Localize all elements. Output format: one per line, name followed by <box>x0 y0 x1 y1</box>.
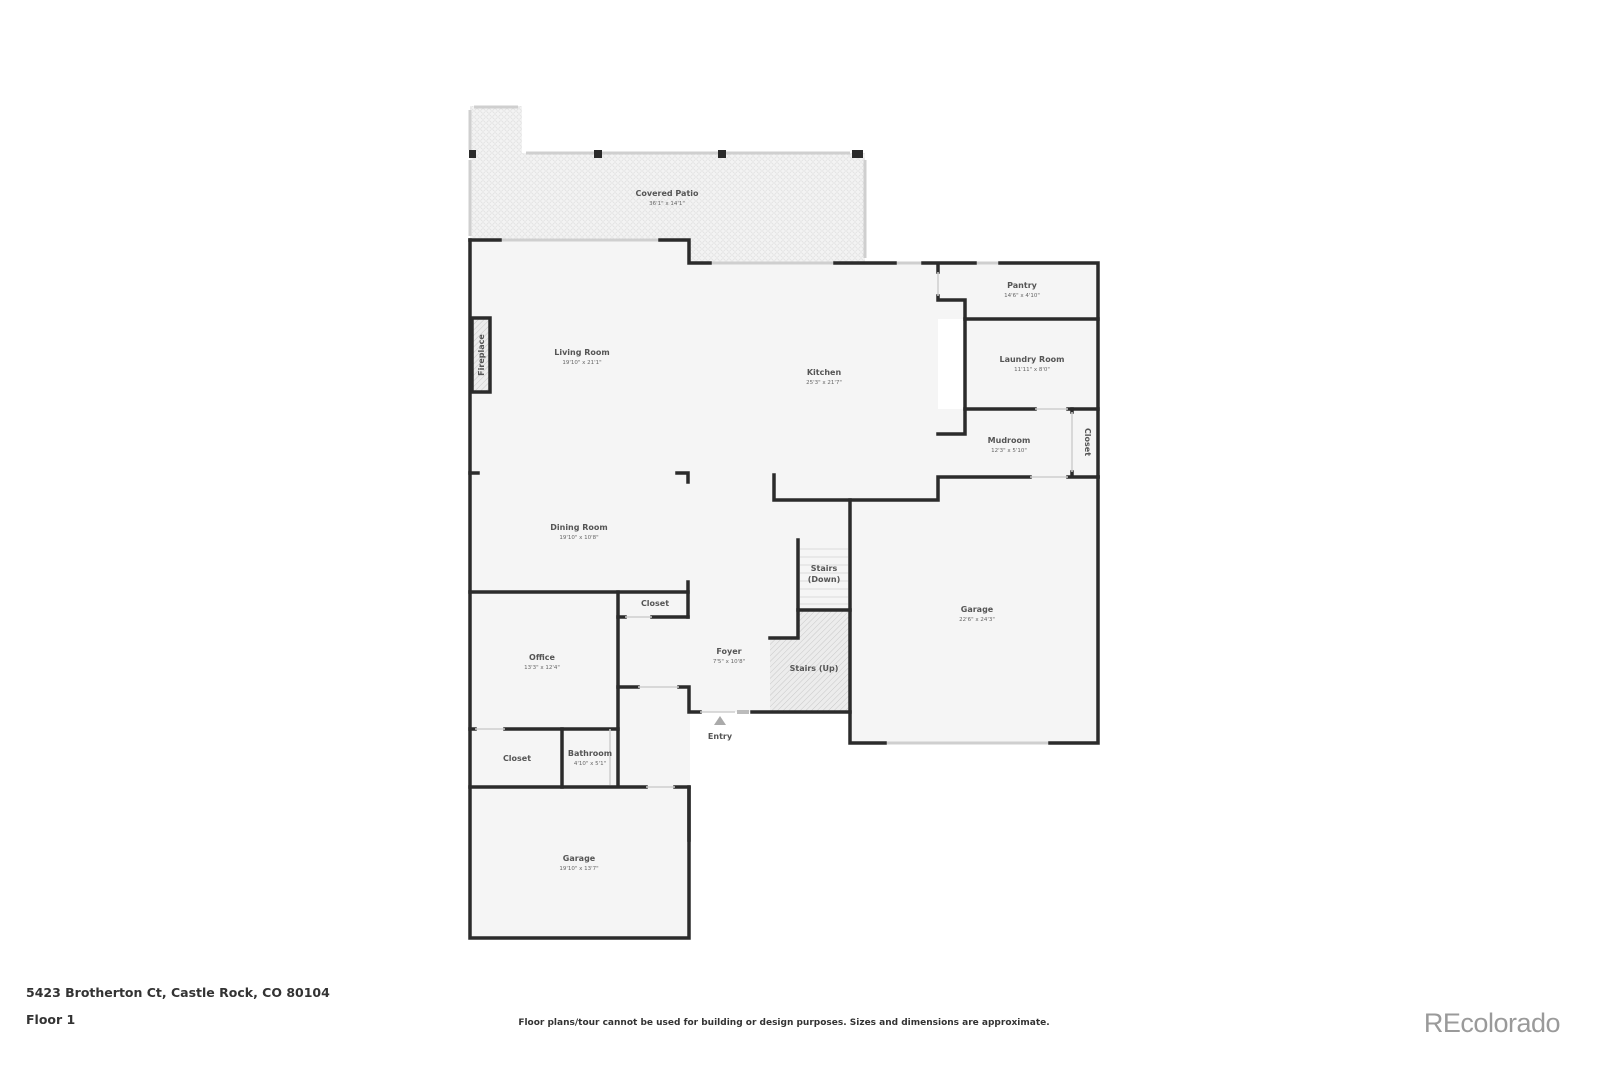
floor-label: Floor 1 <box>26 1012 76 1027</box>
dim-living-room: 19'10" x 21'1" <box>562 360 601 366</box>
floor-fills <box>470 106 1098 938</box>
dim-kitchen: 25'3" x 21'7" <box>806 380 842 386</box>
label-pantry: Pantry <box>1007 281 1038 290</box>
doors <box>475 272 1073 788</box>
label-foyer: Foyer <box>716 647 741 656</box>
label-foyer-closet: Closet <box>641 599 669 608</box>
dim-mudroom: 12'3" x 5'10" <box>991 448 1027 454</box>
label-entry: Entry <box>708 732 733 741</box>
label-covered-patio: Covered Patio <box>636 189 700 198</box>
covered-patio-floor <box>470 106 865 263</box>
label-mudroom-closet: Closet <box>1083 428 1092 456</box>
dim-dining-room: 19'10" x 10'8" <box>559 535 598 541</box>
label-stairs-down-2: (Down) <box>808 575 841 584</box>
label-laundry-room: Laundry Room <box>999 355 1064 364</box>
label-office-closet: Closet <box>503 754 531 763</box>
dim-bathroom: 4'10" x 5'1" <box>574 761 606 767</box>
entry-arrow-icon <box>714 716 726 725</box>
stairs-up-floor <box>770 610 850 712</box>
dim-covered-patio: 36'1" x 14'1" <box>649 201 685 207</box>
walls <box>468 150 1100 940</box>
stairs-down-floor <box>798 538 850 610</box>
dim-foyer: 7'5" x 10'8" <box>713 659 745 665</box>
fireplace-floor <box>472 318 490 392</box>
brand-logo: REcolorado <box>1423 1008 1561 1038</box>
label-garage-main: Garage <box>961 605 994 614</box>
stair-treads <box>800 548 848 605</box>
label-mudroom: Mudroom <box>988 436 1031 445</box>
dim-pantry: 14'6" x 4'10" <box>1004 293 1040 299</box>
label-kitchen: Kitchen <box>807 368 842 377</box>
label-living-room: Living Room <box>554 348 610 357</box>
pantry-floor <box>938 263 1098 319</box>
disclaimer-text: Floor plans/tour cannot be used for buil… <box>518 1018 1050 1028</box>
label-stairs-up: Stairs (Up) <box>790 664 839 673</box>
dim-garage-small: 19'10" x 13'7" <box>559 866 598 872</box>
label-bathroom: Bathroom <box>568 749 612 758</box>
label-stairs-down: Stairs <box>811 564 838 573</box>
garage-main-floor <box>850 477 1098 743</box>
room-labels: Covered Patio 36'1" x 14'1" Living Room … <box>477 189 1092 872</box>
dim-office: 13'3" x 12'4" <box>524 665 560 671</box>
dim-laundry-room: 11'11" x 8'0" <box>1014 367 1050 373</box>
main-floor <box>470 240 938 938</box>
entry-threshold <box>737 710 749 714</box>
label-dining-room: Dining Room <box>550 523 608 532</box>
dim-garage-main: 22'6" x 24'3" <box>959 617 995 623</box>
laundry-floor <box>965 319 1098 409</box>
label-office: Office <box>529 653 555 662</box>
label-fireplace: Fireplace <box>477 334 486 376</box>
label-garage-small: Garage <box>563 854 596 863</box>
property-address: 5423 Brotherton Ct, Castle Rock, CO 8010… <box>26 985 330 1000</box>
